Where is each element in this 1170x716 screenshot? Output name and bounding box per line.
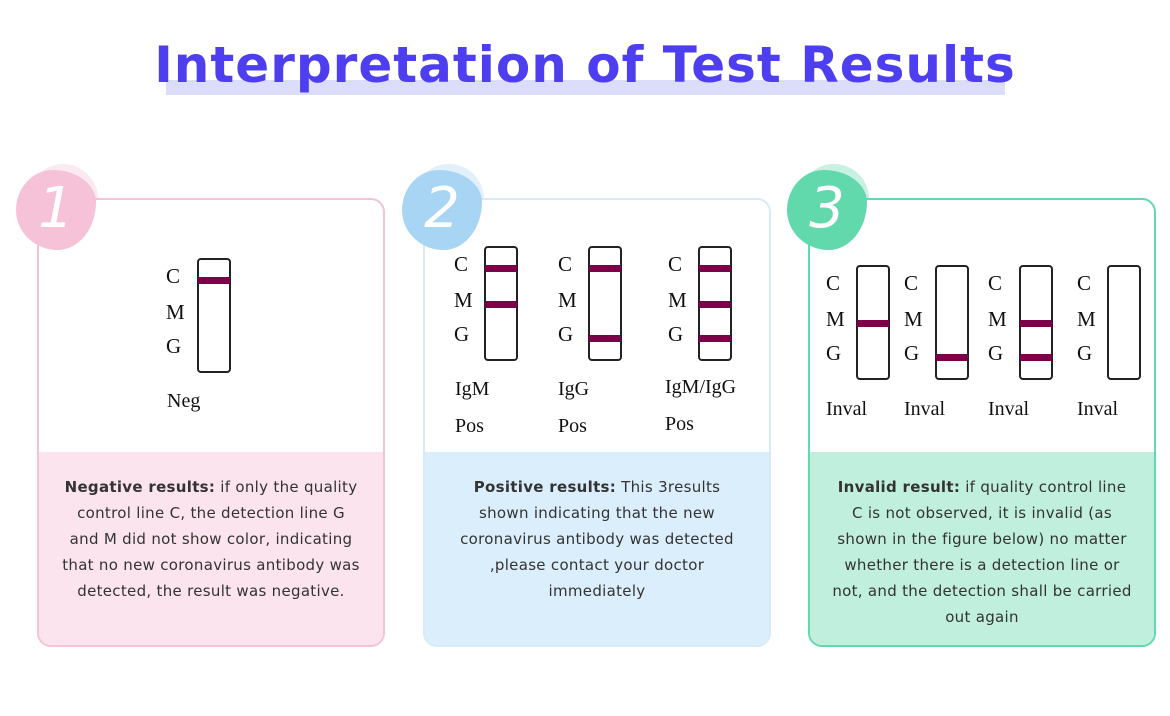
test-line-g	[699, 335, 731, 342]
test-strip	[1019, 265, 1053, 380]
result-label: Pos	[558, 415, 587, 437]
line-label-g: G	[558, 322, 574, 346]
test-line-m	[857, 320, 889, 327]
card-description: Positive results: This 3results shown in…	[425, 452, 769, 645]
card-text: This 3results shown indicating that the …	[460, 478, 734, 600]
result-label: IgG	[558, 378, 590, 400]
line-label-m: M	[166, 300, 185, 324]
test-line-m	[699, 301, 731, 308]
line-label-c: C	[826, 271, 841, 295]
line-label-c: C	[558, 252, 573, 276]
result-label: Inval	[988, 398, 1030, 420]
result-label: Inval	[1077, 398, 1119, 420]
test-line-m	[1020, 320, 1052, 327]
line-label-g: G	[988, 341, 1004, 365]
line-label-m: M	[668, 288, 687, 312]
line-label-c: C	[454, 252, 469, 276]
test-strip	[197, 258, 231, 373]
test-strip	[484, 246, 518, 361]
test-strip	[935, 265, 969, 380]
card-negative: Negative results: if only the quality co…	[37, 198, 385, 647]
card-heading: Negative results:	[64, 478, 216, 496]
test-line-g	[936, 354, 968, 361]
result-label: Inval	[826, 398, 868, 420]
line-label-c: C	[904, 271, 919, 295]
card-text: if only the quality control line C, the …	[62, 478, 360, 600]
line-label-m: M	[904, 307, 923, 331]
result-label: IgM/IgG	[665, 376, 737, 398]
line-label-g: G	[1077, 341, 1093, 365]
line-label-m: M	[988, 307, 1007, 331]
test-strip	[856, 265, 890, 380]
line-label-m: M	[1077, 307, 1096, 331]
test-line-c	[589, 265, 621, 272]
line-label-c: C	[988, 271, 1003, 295]
line-label-g: G	[904, 341, 920, 365]
line-label-c: C	[668, 252, 683, 276]
line-label-m: M	[826, 307, 845, 331]
card-description: Negative results: if only the quality co…	[39, 452, 383, 645]
card-description: Invalid result: if quality control line …	[810, 452, 1154, 645]
page-title: Interpretation of Test Results	[154, 36, 1016, 94]
test-strip	[1107, 265, 1141, 380]
result-label: IgM	[455, 378, 490, 400]
test-line-m	[485, 301, 517, 308]
line-label-g: G	[454, 322, 470, 346]
test-line-g	[589, 335, 621, 342]
test-strip	[698, 246, 732, 361]
test-strip	[588, 246, 622, 361]
line-label-g: G	[668, 322, 684, 346]
card-heading: Invalid result:	[837, 478, 961, 496]
line-label-g: G	[826, 341, 842, 365]
line-label-g: G	[166, 334, 182, 358]
test-line-g	[1020, 354, 1052, 361]
result-label: Pos	[665, 413, 694, 435]
test-line-c	[485, 265, 517, 272]
result-label: Neg	[167, 390, 201, 412]
card-heading: Positive results:	[473, 478, 617, 496]
result-label: Inval	[904, 398, 946, 420]
line-label-m: M	[454, 288, 473, 312]
line-label-m: M	[558, 288, 577, 312]
line-label-c: C	[166, 264, 181, 288]
card-text: if quality control line C is not observe…	[832, 478, 1132, 626]
number-badge: 2	[402, 164, 484, 250]
test-line-c	[699, 265, 731, 272]
title-highlight	[166, 80, 1005, 95]
line-label-c: C	[1077, 271, 1092, 295]
test-line-c	[198, 277, 230, 284]
result-label: Pos	[455, 415, 484, 437]
